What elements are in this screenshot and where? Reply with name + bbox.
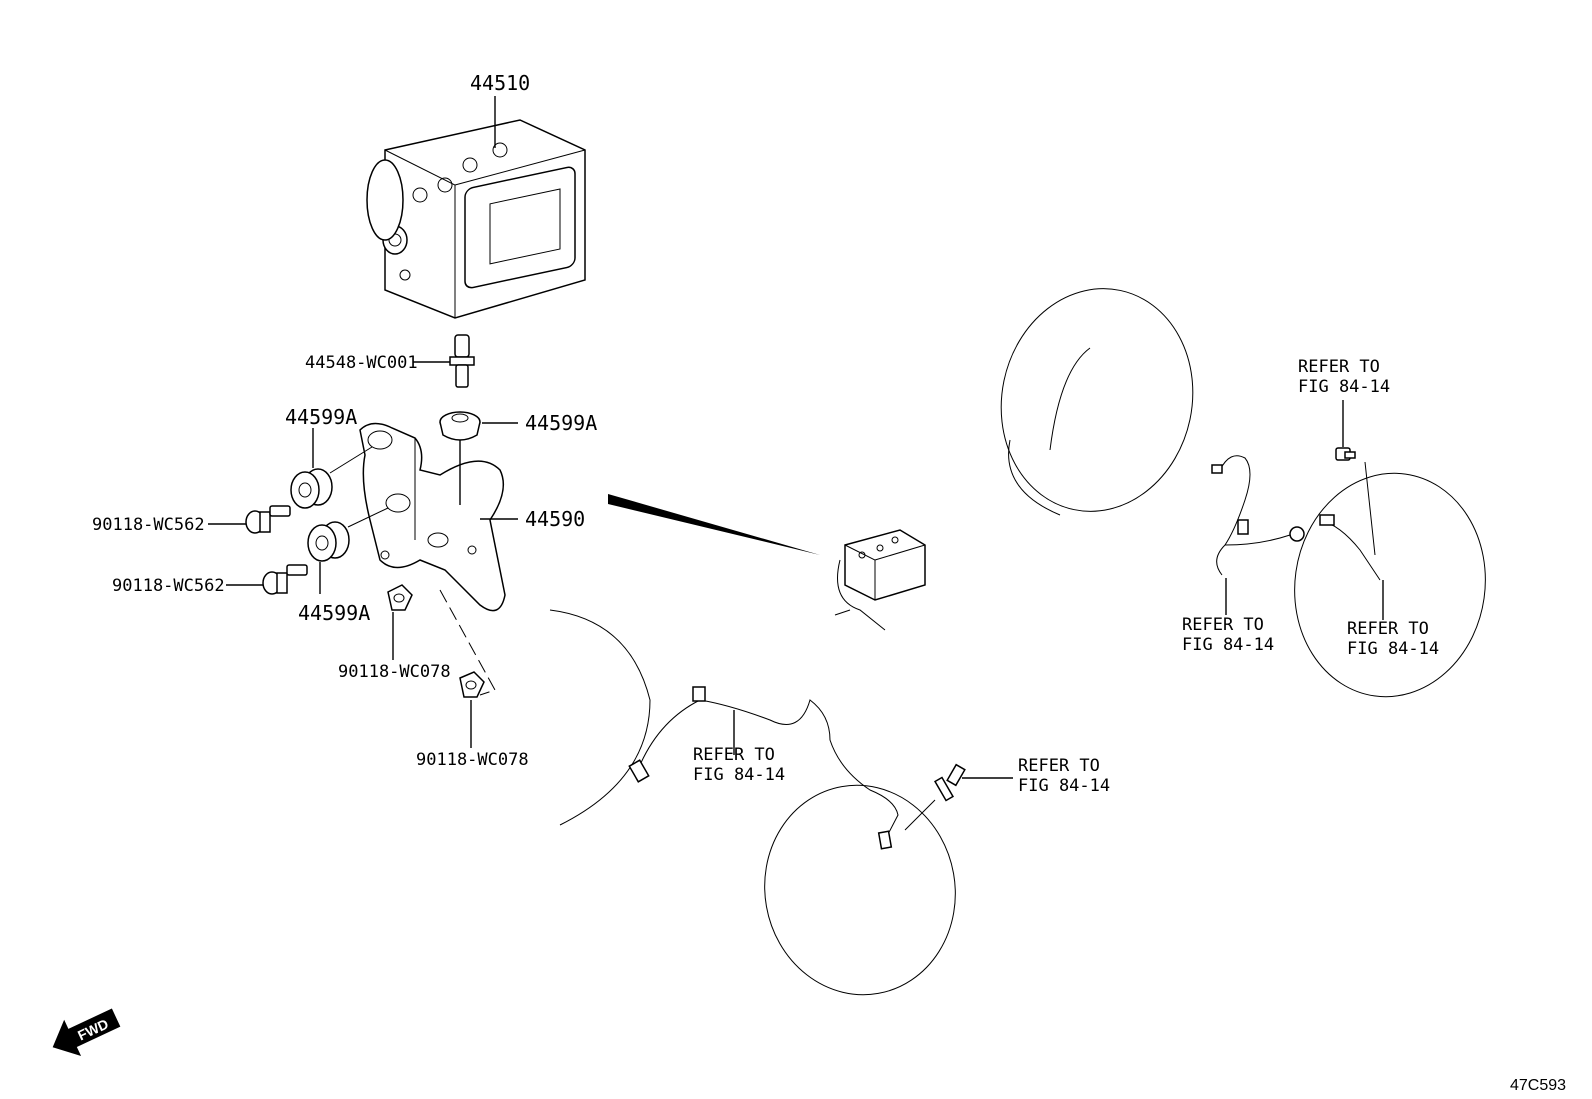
wheel-rear-left: [1000, 288, 1194, 516]
assembly-line-lower: [347, 507, 389, 528]
wheel-front-left: [549, 609, 651, 826]
bolt-lower: [262, 564, 308, 595]
refer-front-bolt: REFER TO FIG 84-14: [1018, 756, 1110, 796]
rear-left-sensor-harness: [1216, 455, 1291, 576]
refer-line2: FIG 84-14: [1018, 776, 1110, 796]
refer-rear-left: REFER TO FIG 84-14: [1182, 615, 1274, 655]
wheel-rear-right: [1294, 472, 1486, 698]
rear-left-clip: [1237, 519, 1249, 535]
refer-front-harness: REFER TO FIG 84-14: [693, 745, 785, 785]
label-hcu: 44510: [470, 71, 530, 95]
refer-line2: FIG 84-14: [1182, 635, 1274, 655]
refer-line1: REFER TO: [1298, 357, 1380, 377]
label-bolt-lower: 90118-WC562: [112, 576, 225, 596]
cushion-top-right: [439, 411, 481, 441]
front-bolt-assembly-line: [904, 799, 936, 831]
refer-line2: FIG 84-14: [1298, 377, 1390, 397]
assembly-line-nut: [439, 589, 496, 696]
diagram-id: 47C593: [1510, 1077, 1566, 1094]
nut-lower: [459, 671, 485, 698]
bolt-stud: [449, 334, 475, 388]
refer-line1: REFER TO: [693, 745, 775, 765]
fwd-arrow-icon: FWD: [52, 1008, 121, 1057]
refer-rear-bolt: REFER TO FIG 84-14: [1298, 357, 1390, 397]
detail-callout-wedge: [608, 494, 820, 555]
assembly-line-upper: [329, 446, 373, 474]
abs-hydraulic-unit: [366, 119, 586, 319]
label-nut-lower: 90118-WC078: [416, 750, 529, 770]
label-cushion-top-right: 44599A: [525, 411, 597, 435]
label-cushion-top-left: 44599A: [285, 405, 357, 429]
rear-left-sensor-head: [1289, 526, 1305, 542]
refer-rear-right: REFER TO FIG 84-14: [1347, 619, 1439, 659]
mounting-bracket: [359, 422, 506, 612]
rear-right-sensor-head: [1319, 514, 1335, 526]
label-bolt-upper: 90118-WC562: [92, 515, 205, 535]
label-nut-upper: 90118-WC078: [338, 662, 451, 682]
refer-line1: REFER TO: [1018, 756, 1100, 776]
front-sensor-bolt: [934, 763, 966, 802]
cushion-bottom: [307, 521, 350, 562]
bolt-upper: [245, 505, 291, 534]
rear-right-sensor-bolt: [1335, 447, 1356, 461]
wheel-front-right: [764, 784, 956, 996]
nut-upper: [387, 584, 413, 611]
label-cushion-bottom: 44599A: [298, 601, 370, 625]
label-bracket: 44590: [525, 507, 585, 531]
label-bolt-stud: 44548-WC001: [305, 353, 418, 373]
front-sensor-head: [877, 830, 893, 850]
refer-line2: FIG 84-14: [1347, 639, 1439, 659]
refer-line1: REFER TO: [1347, 619, 1429, 639]
front-harness-connector: [628, 759, 650, 783]
front-harness-clip: [692, 686, 706, 702]
rear-left-connector: [1211, 464, 1223, 474]
refer-line1: REFER TO: [1182, 615, 1264, 635]
detail-view: [834, 529, 926, 631]
refer-line2: FIG 84-14: [693, 765, 785, 785]
cushion-top-left: [290, 468, 333, 509]
